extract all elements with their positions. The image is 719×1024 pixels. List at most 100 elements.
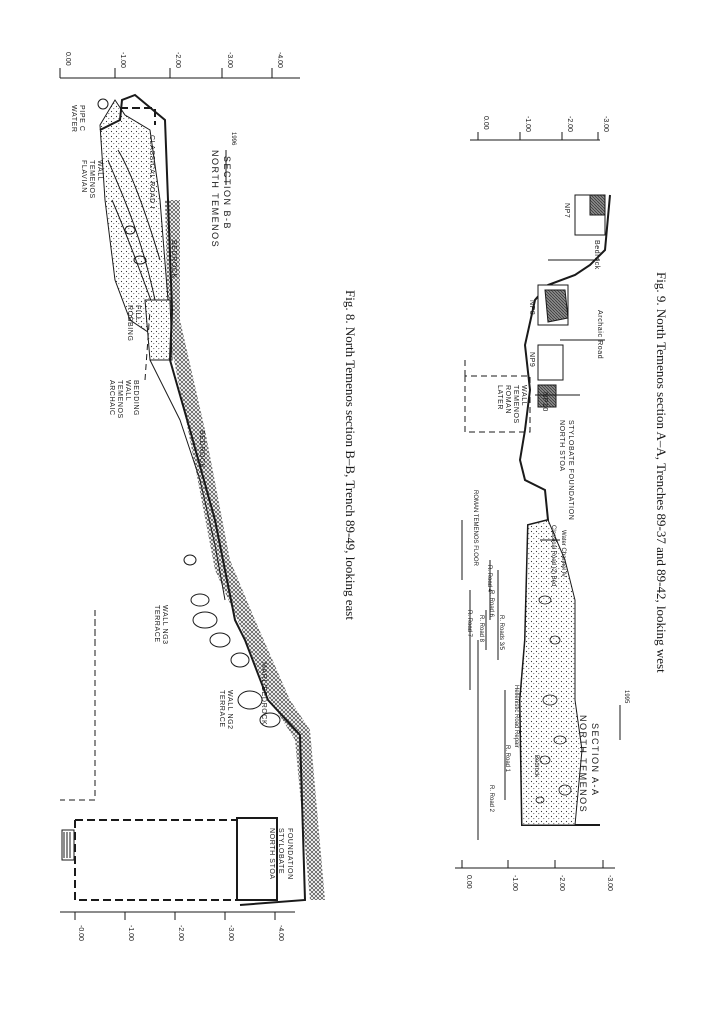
fig9-labels: NP7 Bedrock NP8 Archaic Road NP9 NP10 LA…	[466, 203, 629, 817]
fig9-label-np8: NP8	[528, 300, 535, 315]
fig9-scale-left: 0.00 -1.00 -2.00 -3.00	[455, 860, 615, 891]
fig8-stylobate-block	[236, 817, 278, 901]
svg-text:TERRACE WALL NG3: TERRACE WALL NG3	[153, 605, 168, 645]
fig8-label-stylobate-1: NORTH STOA	[268, 828, 275, 879]
fig9-label-hellenistic: Hellenistic Road Repair	[513, 685, 519, 748]
fig9-label-np7: NP7	[563, 203, 570, 218]
fig9-block-np9	[537, 344, 564, 381]
fig9-label-r-roads-3-5: R. Roads 3/5	[498, 615, 504, 651]
fig9-label-archaic-road: Archaic Road	[596, 310, 603, 359]
fig9-section-drawing: 0.00 -1.00 -2.00 -3.00	[455, 116, 669, 891]
fig8-top-tick-2: -2.00	[174, 52, 181, 68]
svg-text:NORTH TEMENOS SECTION: NORTH TEMENOS SECTION B-B	[210, 150, 232, 252]
svg-text:LATER ROMAN TE: LATER ROMAN TEMENOS WALL	[496, 385, 527, 426]
fig9-left-tick-1: -1.00	[511, 875, 518, 891]
fig8-label-bedrock-1: BEDROCK	[170, 240, 177, 279]
fig9-right-tick-2: -2.00	[566, 116, 573, 132]
fig9-label-r-road-7: R. Road 7	[466, 610, 472, 638]
svg-text:ROBBING FILL: ROBBING FILL	[126, 305, 141, 344]
fig8-label-ng3-2: WALL NG3	[161, 605, 168, 645]
fig8-bottom-tick-0: -0.00	[77, 925, 84, 941]
fig8-label-ng2-2: WALL NG2	[226, 690, 233, 730]
svg-text:NORTH STOA STYLOBATE F: NORTH STOA STYLOBATE FOUNDATION	[558, 420, 574, 520]
fig8-label-water-pipe-1: WATER	[70, 105, 77, 133]
fig8-label-flavian-2: TEMENOS	[88, 160, 95, 199]
fig9-right-tick-0: 0.00	[482, 116, 489, 130]
fig8-label-archaic-4: BEDDING	[132, 380, 139, 416]
fig9-label-later-1: LATER	[496, 385, 503, 410]
fig9-label-later-3: TEMENOS	[512, 385, 519, 424]
fig9-label-stoa-1: NORTH STOA	[558, 420, 565, 471]
fig8-label-marl-bedrock: MARL/BEDROCK	[260, 662, 267, 725]
fig8-label-stylobate-2: STYLOBATE	[277, 828, 284, 874]
fig8-label-archaic-2: TEMENOS	[116, 380, 123, 419]
fig9-label-bedrock-right: Bedrock	[593, 240, 600, 270]
fig9-label-np9: NP9	[528, 352, 535, 367]
fig9-scale-year: 1995	[623, 690, 629, 704]
fig8-scale-bottom: -0.00 -1.00 -2.00 -3.00 -4.00	[60, 911, 295, 941]
fig9-right-tick-3: -3.00	[602, 116, 609, 132]
fig9-label-r-road-2: R. Road 2	[488, 785, 494, 813]
fig8-top-tick-1: -1.00	[119, 52, 126, 68]
fig8-bottom-tick-2: -2.00	[177, 925, 184, 941]
fig8-title-2: SECTION B-B	[222, 156, 232, 230]
svg-text:ARCHAIC TEMENOS: ARCHAIC TEMENOS WALL BEDDING	[108, 380, 139, 421]
fig8-label-ng2-1: TERRACE	[218, 690, 225, 728]
fig9-title-1: NORTH TEMENOS	[578, 715, 588, 813]
fig8-label-water-pipe-2: PIPE C	[78, 105, 85, 132]
fig9-scale-right: 0.00 -1.00 -2.00 -3.00	[470, 116, 609, 141]
fig9-caption: Fig. 9. North Temenos section A–A, Trenc…	[654, 272, 669, 673]
fig9-left-tick-2: -2.00	[558, 875, 565, 891]
fig9-title-2: SECTION A-A	[590, 723, 600, 797]
svg-text:NORTH TEMENOS SECTION: NORTH TEMENOS SECTION A-A	[578, 715, 600, 817]
svg-text:FLAVIAN TEMENOS: FLAVIAN TEMENOS WALL	[80, 160, 103, 201]
fig8-label-archaic-1: ARCHAIC	[108, 380, 115, 416]
fig8-top-tick-3: -3.00	[226, 52, 233, 68]
fig8-bedrock-hatch	[165, 200, 325, 900]
svg-text:NORTH STOA STYLOBATE: NORTH STOA STYLOBATE FOUNDATION	[268, 828, 293, 882]
svg-text:TERRACE WALL NG2: TERRACE WALL NG2	[218, 690, 233, 730]
fig9-label-later-2: ROMAN	[504, 385, 511, 414]
fig8-stones	[124, 225, 281, 728]
fig8-top-tick-4: -4.00	[276, 52, 283, 68]
fig9-label-bedrock-left: Bedrock	[533, 755, 539, 778]
fig8-label-flavian-3: WALL	[96, 160, 103, 181]
fig9-label-roman-floor: ROMAN TEMENOS FLOOR	[472, 490, 478, 567]
fig8-section-drawing: 0.00 -1.00 -2.00 -3.00 -4.00	[59, 52, 358, 941]
fig9-right-tick-1: -1.00	[524, 116, 531, 132]
fig8-label-flavian-1: FLAVIAN	[80, 160, 87, 193]
fig9-label-classical-road: Classical Road (2) Bed	[550, 525, 556, 586]
fig8-label-ng3-1: TERRACE	[153, 605, 160, 643]
fig9-label-r-road-4: R. Road 4	[486, 565, 492, 593]
fig8-water-pipe	[97, 98, 109, 110]
fig9-fill-body	[519, 519, 583, 826]
fig8-caption: Fig. 8. North Temenos section B–B, Trenc…	[343, 290, 358, 620]
fig8-label-robbing-2: FILL	[134, 305, 141, 321]
fig8-label-robbing-1: ROBBING	[126, 305, 133, 341]
fig9-block-np10	[537, 384, 557, 408]
fig9-road-spans	[461, 520, 506, 840]
fig9-label-r-road-6: R. Road 6	[488, 590, 494, 618]
fig8-scale-top: 0.00 -1.00 -2.00 -3.00 -4.00	[59, 52, 300, 79]
fig8-scale-year: 1996	[230, 132, 236, 146]
fig8-label-stylobate-3: FOUNDATION	[286, 828, 293, 880]
fig9-label-r-road-1: R. Road 1	[504, 745, 510, 773]
fig8-labels: WATER PIPE C FLAVIAN TEMENOS WALL CLASSI…	[70, 105, 293, 882]
fig9-label-water-channel: Water Channel IV	[560, 530, 566, 577]
fig9-label-later-4: WALL	[520, 385, 527, 406]
fig8-top-tick-0: 0.00	[64, 52, 71, 66]
fig9-label-stoa-2: STYLOBATE FOUNDATION	[567, 420, 574, 520]
fig9-left-tick-3: -3.00	[606, 875, 613, 891]
fig8-label-bedrock-2: BEDROCK	[198, 430, 205, 469]
fig9-label-np10: NP10	[541, 392, 548, 412]
fig8-ground-line	[99, 93, 307, 906]
fig9-stones	[535, 595, 572, 804]
fig8-bottom-tick-4: -4.00	[277, 925, 284, 941]
fig8-bottom-tick-1: -1.00	[127, 925, 134, 941]
fig9-left-tick-0: 0.00	[465, 875, 472, 889]
fig8-bottom-tick-3: -3.00	[227, 925, 234, 941]
fig8-label-archaic-3: WALL	[124, 380, 131, 401]
fig8-label-classical-road: CLASSICAL ROAD I	[148, 135, 155, 209]
